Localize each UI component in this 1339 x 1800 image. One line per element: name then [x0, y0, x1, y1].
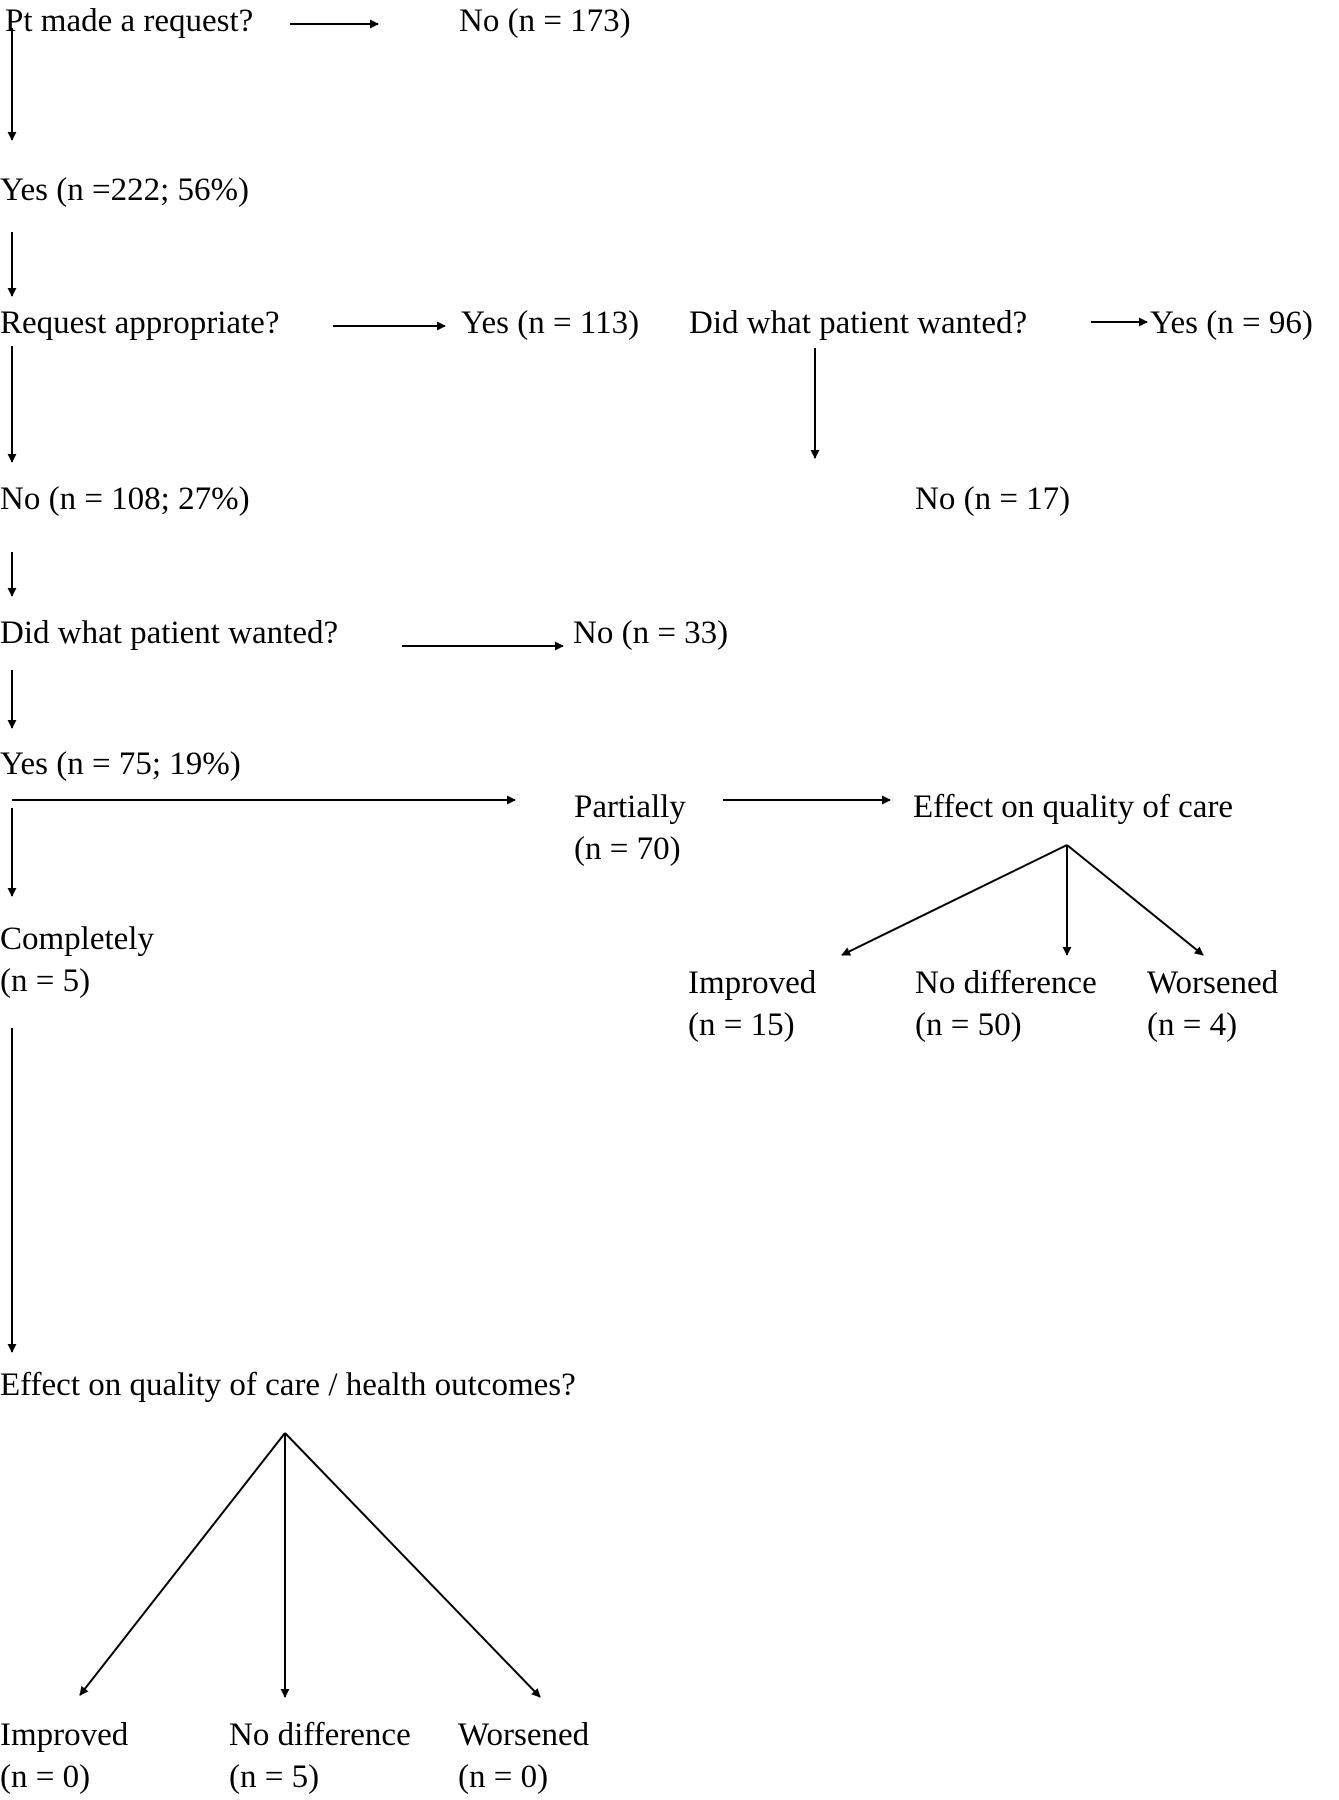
node-completely: Completely (n = 5) [0, 918, 154, 1002]
node-appropriate-yes: Yes (n = 113) [461, 305, 640, 341]
node-inappropriate-did-yes: Yes (n = 75; 19%) [0, 746, 241, 782]
node-complete-worsened-label: Worsened [458, 1717, 590, 1753]
node-partial-no-difference-label: No difference [915, 965, 1097, 1001]
node-partial-improved-count: (n = 15) [688, 1007, 795, 1043]
node-complete-effect: Effect on quality of care / health outco… [0, 1367, 576, 1403]
node-partial-worsened-count: (n = 4) [1147, 1007, 1238, 1043]
node-complete-improved-label: Improved [0, 1717, 129, 1753]
node-completely-label: Completely [0, 921, 154, 957]
node-partial-no-difference-count: (n = 50) [915, 1007, 1022, 1043]
node-partial-worsened: Worsened (n = 4) [1147, 962, 1278, 1046]
node-partial-improved: Improved (n = 15) [688, 962, 816, 1046]
arrow-partial-worsened [1066, 844, 1204, 956]
node-inappropriate-did-wanted: Did what patient wanted? [0, 615, 339, 651]
node-appropriate-did-no: No (n = 17) [915, 481, 1071, 517]
node-partial-improved-label: Improved [688, 965, 817, 1001]
node-appropriate-did-wanted: Did what patient wanted? [689, 305, 1028, 341]
node-appropriate-question: Request appropriate? [0, 305, 280, 341]
node-partial-worsened-label: Worsened [1147, 965, 1279, 1001]
node-complete-no-difference-label: No difference [229, 1717, 411, 1753]
node-partially-count: (n = 70) [574, 831, 681, 867]
arrow-partial-improved [841, 844, 1068, 956]
node-complete-no-difference: No difference (n = 5) [229, 1714, 411, 1798]
node-complete-improved-count: (n = 0) [0, 1759, 91, 1795]
node-partial-no-difference: No difference (n = 50) [915, 962, 1097, 1046]
node-complete-worsened: Worsened (n = 0) [458, 1714, 589, 1798]
node-inappropriate-did-no: No (n = 33) [573, 615, 729, 651]
node-complete-no-difference-count: (n = 5) [229, 1759, 320, 1795]
node-partial-effect: Effect on quality of care [913, 789, 1234, 825]
node-completely-count: (n = 5) [0, 963, 91, 999]
node-request-no: No (n = 173) [459, 3, 631, 39]
arrow-complete-worsened [284, 1432, 541, 1698]
node-request-question: Pt made a request? [5, 3, 254, 39]
node-partially-label: Partially [574, 789, 686, 825]
node-request-yes: Yes (n =222; 56%) [0, 172, 250, 208]
arrow-complete-improved [79, 1432, 286, 1696]
node-partially: Partially (n = 70) [574, 786, 686, 870]
node-complete-worsened-count: (n = 0) [458, 1759, 549, 1795]
node-appropriate-did-yes: Yes (n = 96) [1150, 305, 1313, 341]
node-appropriate-no: No (n = 108; 27%) [0, 481, 250, 517]
node-complete-improved: Improved (n = 0) [0, 1714, 128, 1798]
